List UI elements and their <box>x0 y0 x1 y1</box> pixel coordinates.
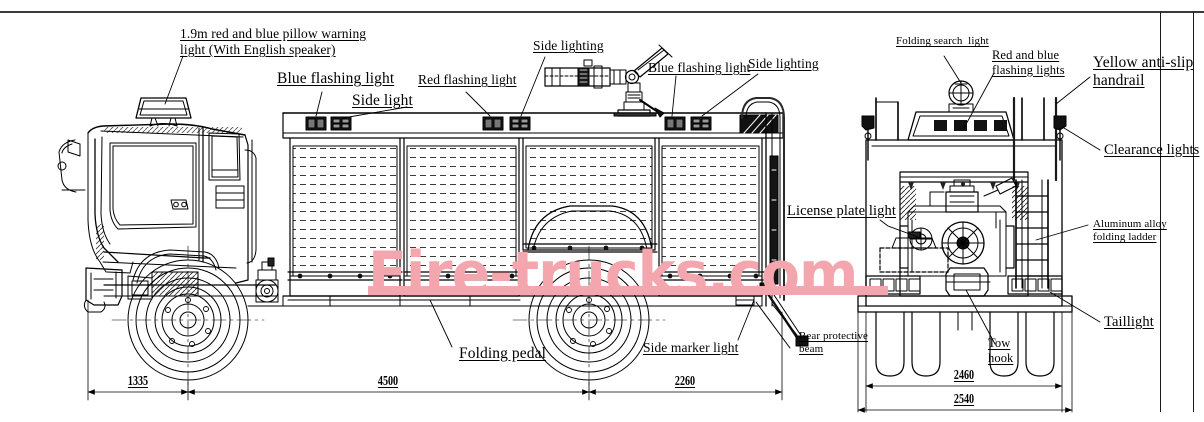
pump-assembly <box>247 257 287 307</box>
side-marker-light <box>735 295 755 306</box>
pillow-warning-light <box>135 97 192 127</box>
callout-folding-search-light: Folding search light <box>896 35 989 47</box>
dimension-lines-rear <box>857 311 1073 413</box>
callout-rear-protective-beam: Rear protective beam <box>799 330 868 355</box>
callout-red-and-blue-flashing-lights: Red and blue flashing lights <box>992 48 1065 77</box>
drawing-frame-right-outer <box>1193 12 1194 412</box>
dimension-front-overhang: 1335 <box>127 374 149 389</box>
folding-search-light <box>948 80 974 113</box>
callout-blue-flashing-light-rear: Blue flashing light <box>648 60 751 75</box>
callout-taillight: Taillight <box>1104 314 1154 330</box>
dimension-overall-width: 2540 <box>953 392 975 407</box>
taillight-cluster <box>865 275 1063 295</box>
callout-pillow-warning-light: 1.9m red and blue pillow warning light (… <box>180 26 367 57</box>
aluminum-folding-ladder <box>1015 179 1049 289</box>
callout-side-lighting-rear: Side lighting <box>748 56 819 71</box>
front-wheel <box>111 245 265 395</box>
callout-yellow-anti-slip-handrail: Yellow anti-slip handrail <box>1093 54 1194 90</box>
rear-wheel <box>512 245 666 395</box>
callout-blue-flashing-light-front: Blue flashing light <box>277 70 395 87</box>
rear-view <box>857 80 1073 377</box>
folding-pedal <box>287 295 521 307</box>
dimension-track-width: 2460 <box>953 368 975 383</box>
rear-pump-assembly <box>899 177 1017 277</box>
callout-aluminum-alloy-folding-ladder: Aluminum alloy folding ladder <box>1093 218 1167 243</box>
tow-hook <box>945 267 991 297</box>
dimension-rear-overhang: 2260 <box>674 374 696 389</box>
callout-folding-pedal: Folding pedal <box>459 345 546 362</box>
leader-lines <box>164 55 1101 348</box>
body-assembly <box>282 44 809 349</box>
callout-tow-hook: Tow hook <box>988 336 1014 365</box>
callout-side-marker-light: Side marker light <box>643 340 739 355</box>
callout-side-lighting-mid: Side lighting <box>533 38 604 53</box>
page-top-rule <box>0 11 1204 13</box>
callout-side-light: Side light <box>352 92 413 109</box>
dimension-lines-side <box>87 299 783 401</box>
cab-assembly <box>57 97 277 313</box>
water-monitor <box>544 44 673 118</box>
callout-red-flashing-light: Red flashing light <box>418 72 517 87</box>
license-plate <box>879 231 949 273</box>
dimension-wheelbase: 4500 <box>377 374 399 389</box>
callout-license-plate-light: License plate light <box>787 203 897 219</box>
drawing-frame-right-inner <box>1160 12 1161 412</box>
clearance-lights <box>861 115 1067 161</box>
callout-clearance-lights: Clearance lights <box>1104 142 1200 158</box>
